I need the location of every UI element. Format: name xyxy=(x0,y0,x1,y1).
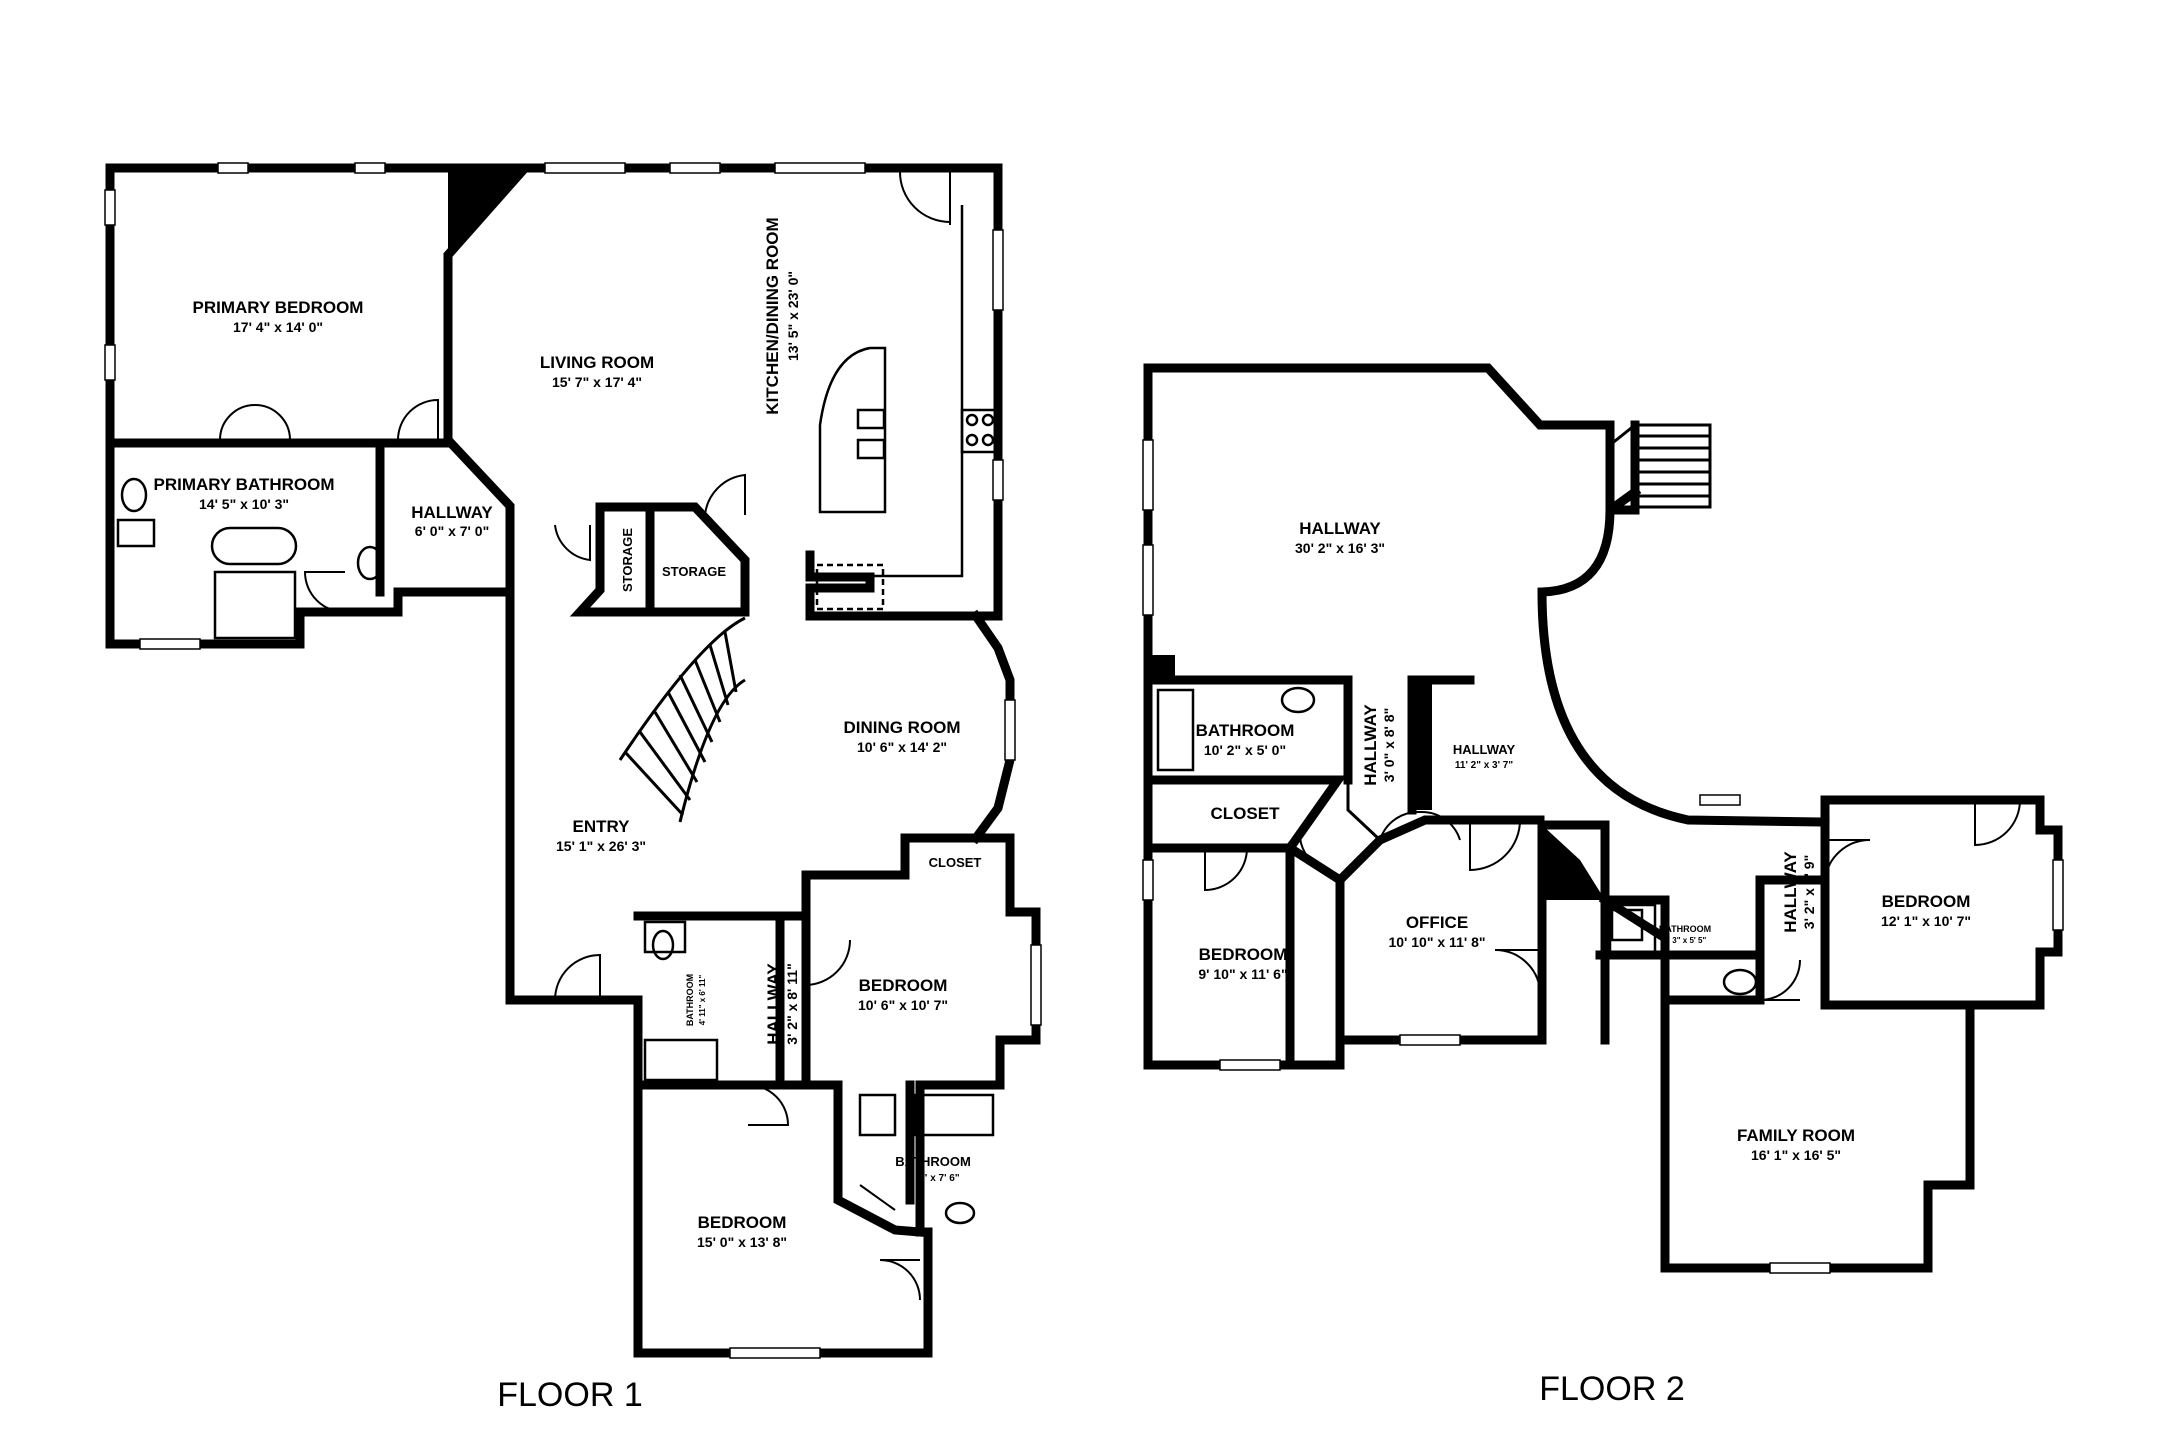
room-dims: 9' 10" x 11' 6" xyxy=(1198,966,1287,982)
room-dims: 10' 6" x 14' 2" xyxy=(857,739,947,755)
room-dims: 3' 2" x 6' 9" xyxy=(1801,855,1817,929)
room-name: LIVING ROOM xyxy=(540,353,654,372)
room-dims: 15' 1" x 26' 3" xyxy=(556,838,646,854)
room-name: PRIMARY BATHROOM xyxy=(153,475,334,494)
room-name: ENTRY xyxy=(573,817,631,836)
room-name: HALLWAY xyxy=(1453,742,1516,757)
room-dims: 13' 5" x 23' 0" xyxy=(785,271,801,361)
room-dims: 15' 7" x 17' 4" xyxy=(552,374,642,390)
room-dims: 17' 4" x 14' 0" xyxy=(233,319,323,335)
floor-1-label: FLOOR 1 xyxy=(497,1376,642,1414)
room-name: CLOSET xyxy=(1211,804,1281,823)
room-name: HALLWAY xyxy=(411,503,493,522)
room-name: BATHROOM xyxy=(1196,721,1295,740)
floor-1-plan xyxy=(104,162,1042,1359)
room-dims: 8' 0" x 7' 6" xyxy=(906,1173,959,1184)
room-name: BATHROOM xyxy=(685,974,695,1026)
room-name: DINING ROOM xyxy=(843,718,960,737)
room-name: KITCHEN/DINING ROOM xyxy=(763,217,782,414)
floor-2-plan xyxy=(1142,363,2064,1274)
room-name: FAMILY ROOM xyxy=(1737,1126,1855,1145)
room-dims: 8' 3" x 5' 5" xyxy=(1664,936,1707,945)
room-dims: 10' 6" x 10' 7" xyxy=(858,997,948,1013)
room-name: PRIMARY BEDROOM xyxy=(193,298,364,317)
room-name: HALLWAY xyxy=(1361,704,1380,786)
room-name: CLOSET xyxy=(929,855,982,870)
room-name: STORAGE xyxy=(662,564,726,579)
room-name: HALLWAY xyxy=(1781,851,1800,933)
room-dims: 10' 2" x 5' 0" xyxy=(1204,742,1286,758)
room-dims: 6' 0" x 7' 0" xyxy=(415,523,489,539)
room-name: BATHROOM xyxy=(895,1154,971,1169)
floor-2-label: FLOOR 2 xyxy=(1539,1370,1684,1408)
room-name: BEDROOM xyxy=(1882,892,1971,911)
room-dims: 10' 10" x 11' 8" xyxy=(1388,934,1485,950)
room-name: HALLWAY xyxy=(1299,519,1381,538)
room-name: OFFICE xyxy=(1406,913,1468,932)
room-dims: 14' 5" x 10' 3" xyxy=(199,496,289,512)
room-dims: 16' 1" x 16' 5" xyxy=(1751,1147,1841,1163)
room-dims: 3' 0" x 8' 8" xyxy=(1381,708,1397,782)
room-name: BEDROOM xyxy=(1199,945,1288,964)
room-dims: 11' 2" x 3' 7" xyxy=(1455,760,1513,771)
room-name: HALLWAY xyxy=(764,963,783,1045)
room-dims: 12' 1" x 10' 7" xyxy=(1881,913,1971,929)
room-dims: 3' 2" x 8' 11" xyxy=(784,963,800,1044)
room-name: STORAGE xyxy=(620,528,635,592)
room-name: BEDROOM xyxy=(859,976,948,995)
room-dims: 15' 0" x 13' 8" xyxy=(697,1234,787,1250)
room-name: BEDROOM xyxy=(698,1213,787,1232)
room-dims: 4' 11" x 6' 11" xyxy=(698,975,707,1026)
room-dims: 30' 2" x 16' 3" xyxy=(1295,540,1385,556)
room-name: BATHROOM xyxy=(1659,924,1711,934)
